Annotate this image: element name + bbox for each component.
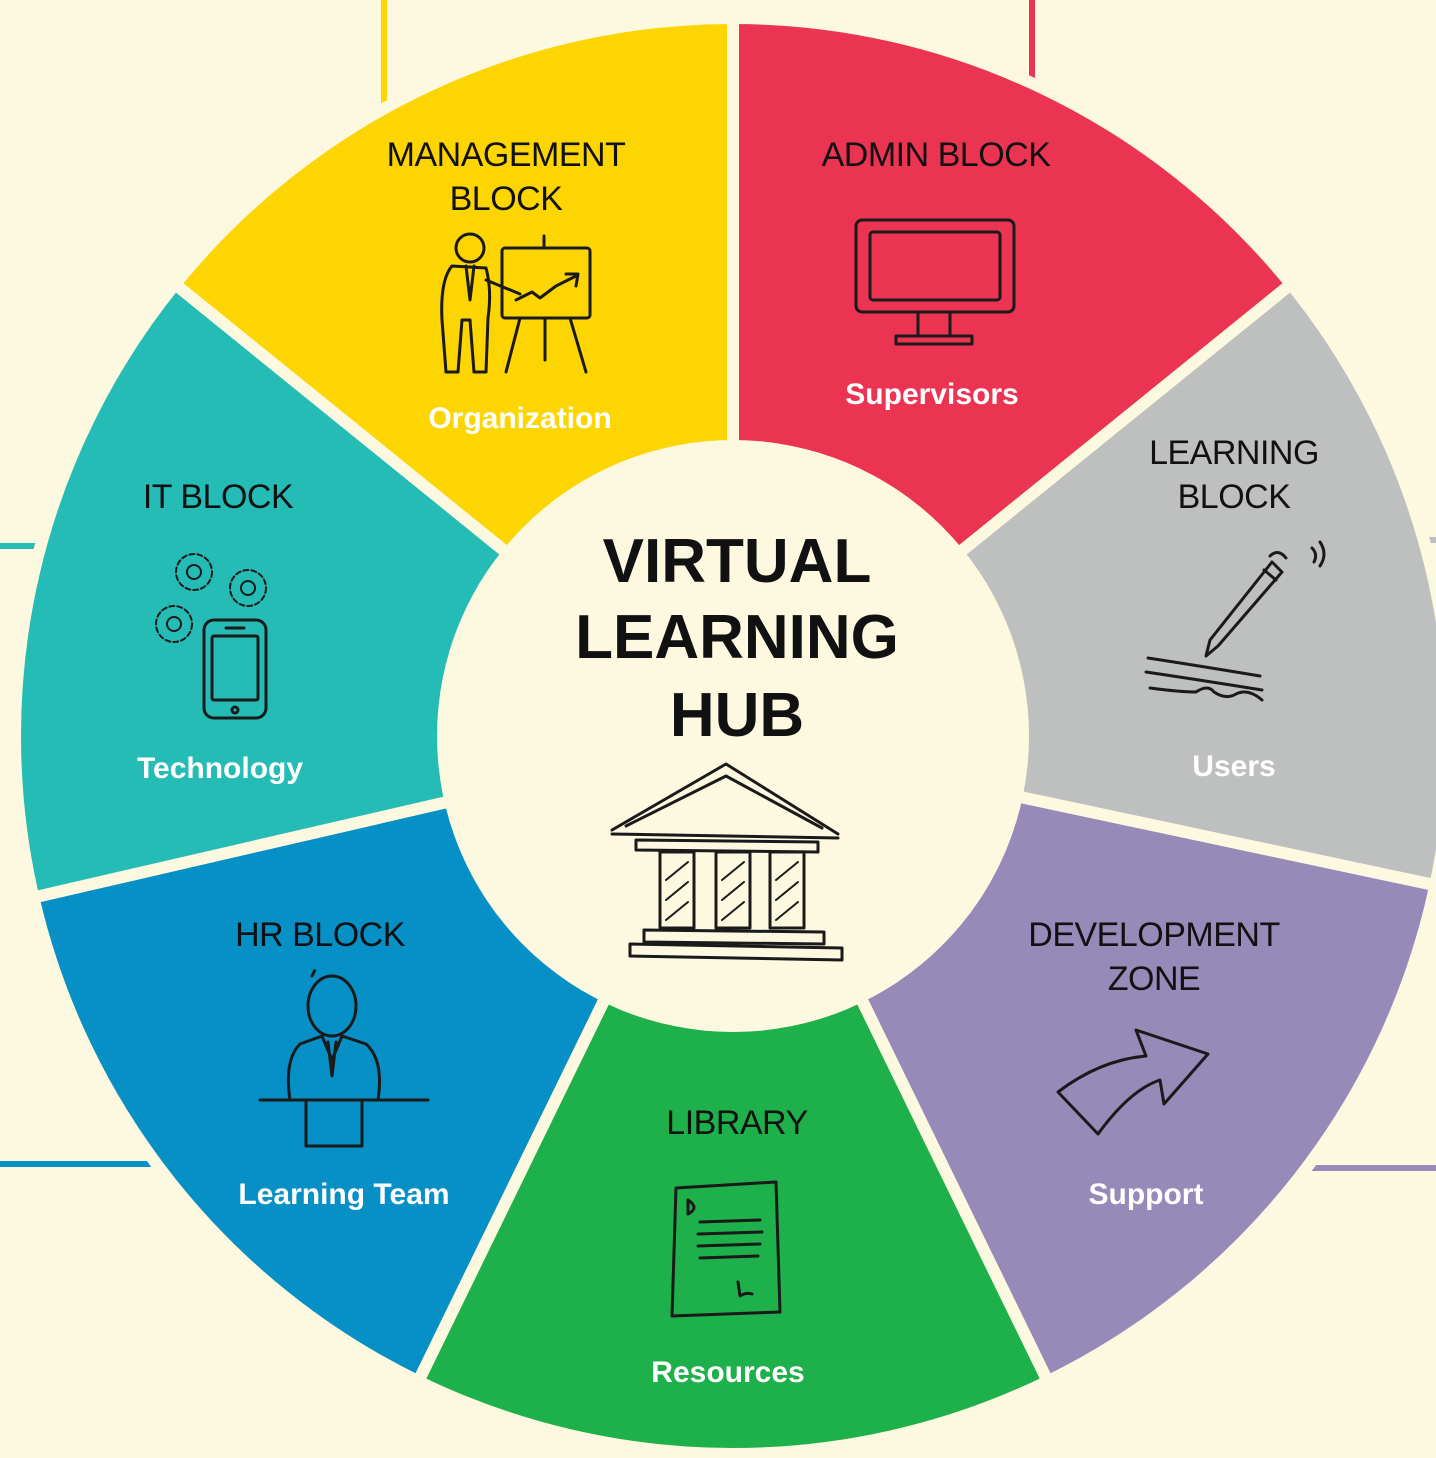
segment-hr: HR BLOCK Learning Team bbox=[235, 916, 450, 1211]
segment-management: MANAGEMENT BLOCK Organization bbox=[387, 136, 626, 435]
segment-subtitle-it: Technology bbox=[137, 752, 303, 785]
segment-development: DEVELOPMENT ZONE Support bbox=[1028, 916, 1280, 1211]
phone-icon bbox=[202, 618, 268, 720]
center-label: VIRTUAL LEARNING HUB bbox=[575, 527, 899, 962]
segment-subtitle-learning: Users bbox=[1192, 750, 1275, 783]
presentation-icon bbox=[440, 232, 592, 374]
arrow-curve-icon bbox=[1056, 1028, 1210, 1136]
building-icon bbox=[610, 762, 844, 962]
segment-admin: ADMIN BLOCK Supervisors bbox=[822, 136, 1052, 411]
center-title-line2: LEARNING bbox=[575, 603, 899, 672]
segment-title-management-line2: BLOCK bbox=[450, 180, 564, 218]
segment-title-learning-line1: LEARNING bbox=[1149, 434, 1319, 472]
monitor-icon bbox=[854, 218, 1016, 346]
document-icon bbox=[670, 1180, 782, 1318]
segment-title-development-line1: DEVELOPMENT bbox=[1028, 916, 1279, 954]
segment-title-admin: ADMIN BLOCK bbox=[822, 136, 1052, 174]
segment-subtitle-library: Resources bbox=[651, 1356, 804, 1389]
segment-title-hr: HR BLOCK bbox=[235, 916, 406, 954]
center-title-line1: VIRTUAL bbox=[603, 527, 872, 596]
segment-subtitle-admin: Supervisors bbox=[845, 378, 1018, 411]
person-desk-icon bbox=[258, 969, 430, 1148]
segment-title-it: IT BLOCK bbox=[143, 478, 294, 516]
segment-title-learning-line2: BLOCK bbox=[1178, 478, 1292, 516]
segment-library: LIBRARY Resources bbox=[651, 1104, 808, 1389]
segment-subtitle-development: Support bbox=[1089, 1178, 1204, 1211]
segment-title-library: LIBRARY bbox=[666, 1104, 807, 1142]
segment-learning: LEARNING BLOCK Users bbox=[1144, 434, 1326, 783]
segment-subtitle-hr: Learning Team bbox=[238, 1178, 449, 1211]
segment-it: IT BLOCK Technology bbox=[137, 478, 303, 785]
pencil-writing-icon bbox=[1144, 540, 1326, 702]
segment-title-development-line2: ZONE bbox=[1108, 960, 1200, 998]
center-title-line3: HUB bbox=[670, 681, 804, 750]
segment-subtitle-management: Organization bbox=[428, 402, 611, 435]
gears-phone-icon bbox=[155, 553, 267, 643]
center-circle bbox=[437, 440, 1029, 1032]
segment-title-management-line1: MANAGEMENT bbox=[387, 136, 626, 174]
